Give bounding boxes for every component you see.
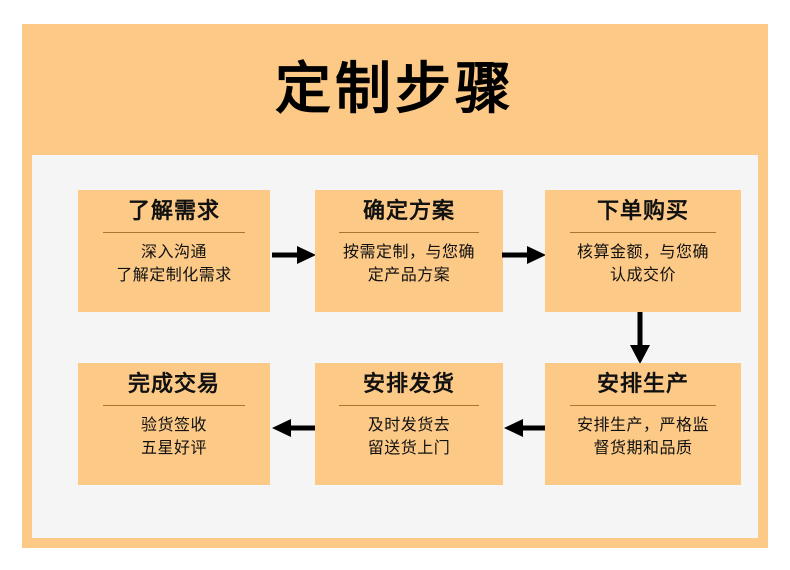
step-description-line: 五星好评 <box>140 437 207 457</box>
step-description-line: 深入沟通 <box>140 241 207 261</box>
step-description-line: 督货期和品质 <box>593 437 693 457</box>
step-description-line: 验货签收 <box>140 414 207 434</box>
step-description-line: 认成交价 <box>609 264 676 284</box>
step-title: 安排生产 <box>596 372 689 397</box>
step-title: 了解需求 <box>127 199 220 224</box>
customization-steps-infographic: 定制步骤 了解需求 深入沟通 了解定制化需求 确定方案 <box>22 24 768 548</box>
step-title: 下单购买 <box>596 199 689 224</box>
step-divider <box>570 231 716 233</box>
step-description: 按需定制，与您确 定产品方案 <box>337 240 481 286</box>
step-description-line: 及时发货去 <box>367 414 451 434</box>
arrow-left-icon <box>272 419 316 437</box>
flow-row-bottom: 完成交易 验货签收 五星好评 安排发货 及时发货去 留送货上门 <box>32 363 758 485</box>
step-divider <box>339 231 479 233</box>
step-title: 确定方案 <box>362 199 455 224</box>
step-description-line: 按需定制，与您确 <box>342 241 475 261</box>
step-description: 深入沟通 了解定制化需求 <box>110 240 238 286</box>
page-title: 定制步骤 <box>275 56 515 122</box>
step-title: 安排发货 <box>362 372 455 397</box>
step-description-line: 安排生产，严格监 <box>576 414 709 434</box>
step-box-complete-transaction[interactable]: 完成交易 验货签收 五星好评 <box>78 363 270 485</box>
arrow-right-icon <box>272 246 316 264</box>
step-description-line: 留送货上门 <box>367 437 451 457</box>
arrow-down-icon <box>630 312 650 364</box>
flow-row-top: 了解需求 深入沟通 了解定制化需求 确定方案 按需定制，与您确 定产品方案 <box>32 190 758 312</box>
arrow-left-icon <box>504 419 548 437</box>
step-description-line: 核算金额，与您确 <box>576 241 709 261</box>
flow-panel: 了解需求 深入沟通 了解定制化需求 确定方案 按需定制，与您确 定产品方案 <box>32 155 758 538</box>
step-description: 验货签收 五星好评 <box>135 413 213 459</box>
step-description: 核算金额，与您确 认成交价 <box>571 240 715 286</box>
step-description: 安排生产，严格监 督货期和品质 <box>571 413 715 459</box>
step-divider <box>102 404 246 406</box>
step-description: 及时发货去 留送货上门 <box>362 413 457 459</box>
step-box-confirm-plan[interactable]: 确定方案 按需定制，与您确 定产品方案 <box>315 190 503 312</box>
step-box-understand-requirements[interactable]: 了解需求 深入沟通 了解定制化需求 <box>78 190 270 312</box>
step-box-arrange-production[interactable]: 安排生产 安排生产，严格监 督货期和品质 <box>545 363 741 485</box>
step-box-place-order[interactable]: 下单购买 核算金额，与您确 认成交价 <box>545 190 741 312</box>
step-divider <box>102 231 246 233</box>
step-box-arrange-shipping[interactable]: 安排发货 及时发货去 留送货上门 <box>315 363 503 485</box>
step-description-line: 定产品方案 <box>367 264 451 284</box>
arrow-right-icon <box>502 246 546 264</box>
step-divider <box>570 404 716 406</box>
step-title: 完成交易 <box>127 372 220 397</box>
step-divider <box>339 404 479 406</box>
step-description-line: 了解定制化需求 <box>116 264 232 284</box>
